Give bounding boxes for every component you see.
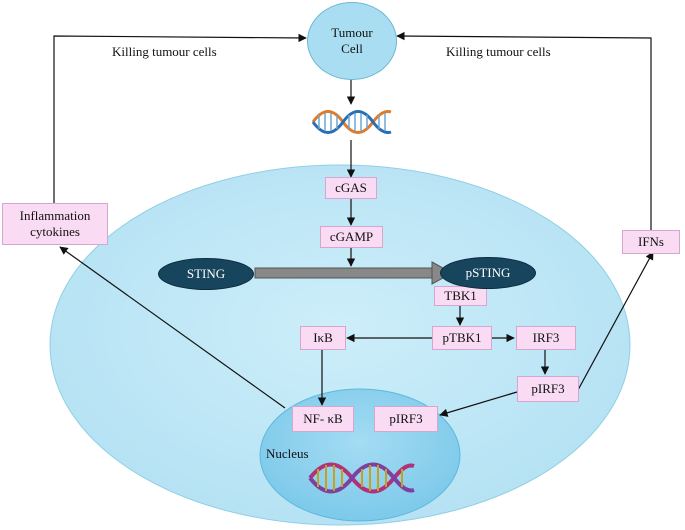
nfkb-box: NF- κB [292, 406, 354, 432]
tbk1-box: TBK1 [434, 286, 487, 306]
pathway-arrows [53, 31, 654, 417]
tumour-cell-label: Tumour Cell [331, 24, 373, 56]
ifns-box: IFNs [622, 230, 680, 254]
pirf3-cytoplasm-box: pIRF3 [517, 376, 579, 402]
nucleus-label: Nucleus [266, 446, 309, 461]
cgamp-box: cGAMP [320, 226, 383, 248]
pirf3-nucleus-box: pIRF3 [374, 406, 438, 432]
killing-label-left: Killing tumour cells [112, 44, 217, 59]
psting-node: pSTING [440, 257, 536, 289]
tumour-cell: Tumour Cell [307, 2, 397, 80]
irf3-box: IRF3 [516, 326, 576, 350]
inflammation-cytokines-label: Inflammation cytokines [19, 208, 91, 239]
killing-label-right: Killing tumour cells [446, 44, 551, 59]
inflammation-cytokines-box: Inflammation cytokines [2, 203, 108, 245]
ptbk1-box: pTBK1 [432, 326, 492, 350]
cgas-box: cGAS [325, 177, 377, 199]
ikb-box: IκB [300, 326, 346, 350]
dna-helix-icon [308, 462, 415, 494]
dna-helix-icon [311, 110, 392, 134]
sting-node: STING [158, 258, 254, 290]
